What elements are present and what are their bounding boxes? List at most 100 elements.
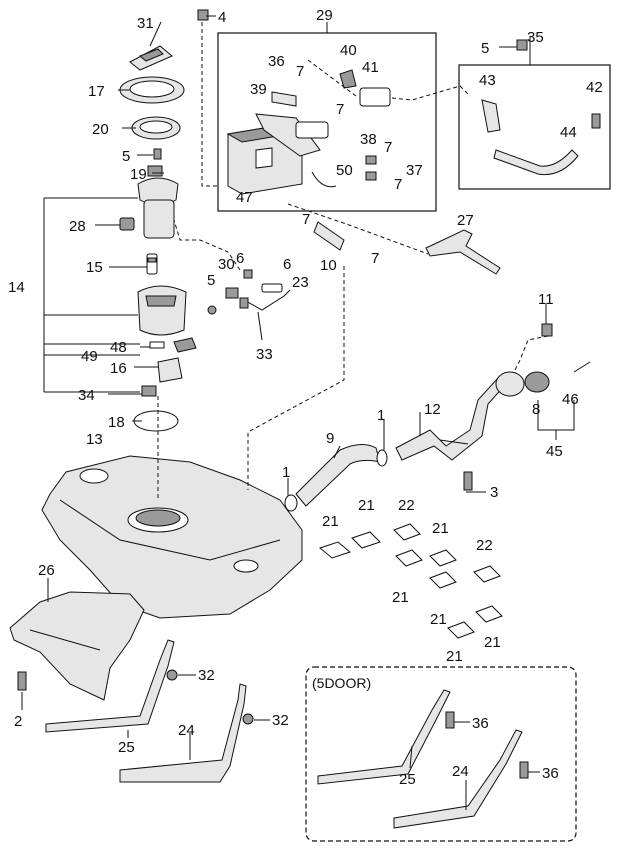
callout-9: 9 bbox=[326, 430, 334, 447]
filler-cap-8 bbox=[524, 371, 550, 393]
sensor-50 bbox=[311, 171, 337, 188]
callout-24-main: 24 bbox=[178, 722, 195, 739]
vapor-hose-box bbox=[458, 64, 611, 190]
hose-36 bbox=[271, 91, 297, 107]
sensor-34 bbox=[141, 385, 157, 397]
hose-44 bbox=[493, 149, 579, 176]
pads-21-22 bbox=[318, 523, 503, 639]
callout-31: 31 bbox=[137, 15, 154, 32]
callout-41: 41 bbox=[362, 59, 379, 76]
callout-7-e: 7 bbox=[302, 211, 310, 228]
bolt-11 bbox=[541, 323, 553, 337]
five-door-variant-box bbox=[305, 666, 577, 842]
lock-ring-20 bbox=[131, 116, 181, 140]
callout-36-box: 36 bbox=[268, 53, 285, 70]
callout-21-a: 21 bbox=[322, 513, 339, 530]
callout-13: 13 bbox=[86, 431, 103, 448]
pump-cover-31 bbox=[129, 45, 173, 71]
callout-45: 45 bbox=[546, 443, 563, 460]
strap-24-5door bbox=[393, 729, 523, 829]
callout-22-a: 22 bbox=[398, 497, 415, 514]
filler-housing bbox=[495, 371, 525, 397]
callout-14: 14 bbox=[8, 279, 25, 296]
callout-5-box: 5 bbox=[481, 40, 489, 57]
callout-32-a: 32 bbox=[198, 667, 215, 684]
callout-7-b: 7 bbox=[336, 101, 344, 118]
callout-19: 19 bbox=[130, 166, 147, 183]
fuel-tank-13 bbox=[41, 455, 303, 619]
callout-8: 8 bbox=[532, 401, 540, 418]
callout-16: 16 bbox=[110, 360, 127, 377]
callout-25-5door: 25 bbox=[399, 771, 416, 788]
bolt-36-a bbox=[445, 711, 455, 729]
callout-39: 39 bbox=[250, 81, 267, 98]
connector-30 bbox=[225, 287, 239, 299]
clamp-1-lower bbox=[284, 494, 298, 512]
callout-50: 50 bbox=[336, 162, 353, 179]
callout-7-a: 7 bbox=[296, 63, 304, 80]
callout-22-b: 22 bbox=[476, 537, 493, 554]
callout-49: 49 bbox=[81, 348, 98, 365]
bolt-5-mid bbox=[207, 305, 217, 315]
callout-23: 23 bbox=[292, 274, 309, 291]
hose-40 bbox=[339, 69, 357, 89]
pump-reservoir bbox=[137, 285, 187, 336]
bolt-32-a bbox=[166, 669, 178, 681]
callout-27: 27 bbox=[457, 212, 474, 229]
hose-43 bbox=[481, 99, 501, 133]
bolt-4 bbox=[197, 9, 209, 21]
wiring-33 bbox=[239, 289, 291, 311]
clip-42 bbox=[591, 113, 601, 129]
callout-15: 15 bbox=[86, 259, 103, 276]
callout-43: 43 bbox=[479, 72, 496, 89]
callout-1-lower: 1 bbox=[282, 464, 290, 481]
callout-37: 37 bbox=[406, 162, 423, 179]
callout-44: 44 bbox=[560, 124, 577, 141]
callout-20: 20 bbox=[92, 121, 109, 138]
callout-36-b: 36 bbox=[542, 765, 559, 782]
clamp-1-upper bbox=[376, 449, 388, 467]
bracket-16 bbox=[157, 357, 183, 383]
callout-11: 11 bbox=[538, 291, 554, 308]
callout-21-d: 21 bbox=[392, 589, 409, 606]
bolt-2 bbox=[17, 671, 27, 691]
callout-1-upper: 1 bbox=[377, 407, 385, 424]
callout-21-g: 21 bbox=[446, 648, 463, 665]
callout-46: 46 bbox=[562, 391, 579, 408]
valve-38 bbox=[295, 121, 329, 139]
callout-28: 28 bbox=[69, 218, 86, 235]
bolt-36-b bbox=[519, 761, 529, 779]
callout-24-5door: 24 bbox=[452, 763, 469, 780]
connector-23 bbox=[261, 283, 283, 293]
vent-hose-27 bbox=[425, 229, 501, 275]
strainer-49 bbox=[173, 337, 197, 353]
filler-neck-12 bbox=[395, 377, 507, 461]
bolt-5-left bbox=[153, 148, 162, 160]
callout-34: 34 bbox=[78, 387, 95, 404]
callout-26: 26 bbox=[38, 562, 55, 579]
clips-37 bbox=[365, 155, 377, 181]
callout-7-f: 7 bbox=[371, 250, 379, 267]
callout-21-b: 21 bbox=[358, 497, 375, 514]
callout-labels: 31 4 29 17 20 5 19 28 15 14 48 49 16 34 … bbox=[8, 7, 603, 788]
callout-38: 38 bbox=[360, 131, 377, 148]
bolt-32-b bbox=[242, 713, 254, 725]
callout-40: 40 bbox=[340, 42, 357, 59]
valve-41 bbox=[359, 87, 391, 107]
leader-lines bbox=[21, 15, 591, 810]
callout-33: 33 bbox=[256, 346, 273, 363]
callout-21-c: 21 bbox=[432, 520, 449, 537]
callout-4: 4 bbox=[218, 9, 226, 26]
callout-3: 3 bbox=[490, 484, 498, 501]
callout-2: 2 bbox=[14, 713, 22, 730]
callout-18: 18 bbox=[108, 414, 125, 431]
callout-7-d: 7 bbox=[394, 176, 402, 193]
callout-5-left: 5 bbox=[122, 148, 130, 165]
bolt-3 bbox=[463, 471, 473, 491]
bracket-14 bbox=[43, 197, 140, 393]
strap-24-main bbox=[119, 683, 247, 783]
callout-32-b: 32 bbox=[272, 712, 289, 729]
callout-21-e: 21 bbox=[430, 611, 447, 628]
callout-6-a: 6 bbox=[236, 250, 244, 267]
